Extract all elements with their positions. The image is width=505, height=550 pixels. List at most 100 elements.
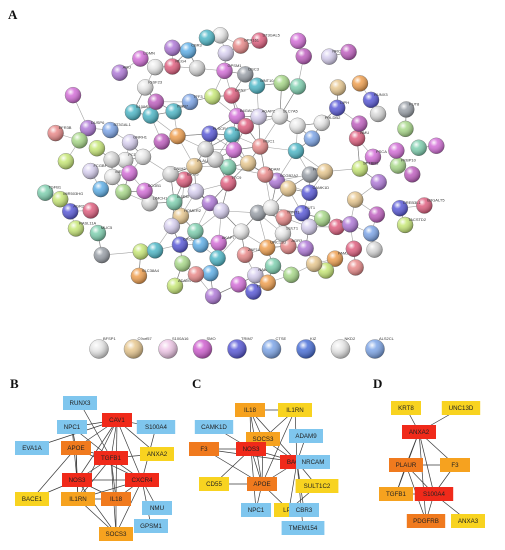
gene-node-box (441, 401, 481, 415)
gene-node: TGFB1 (94, 451, 128, 465)
protein-label: LGMN (143, 51, 155, 56)
gene-node-label: RUNX3 (70, 400, 92, 407)
protein-node (57, 153, 75, 170)
gene-node-box (289, 429, 323, 443)
protein-label: FCGBP (93, 163, 107, 168)
protein-node: NMU (348, 130, 369, 147)
protein-label: MIR503HG (63, 191, 83, 196)
gene-node-label: PDGFRB (413, 518, 439, 525)
gene-node-box (61, 492, 95, 506)
gene-node-box (15, 492, 49, 506)
protein-node (153, 133, 170, 150)
protein-node (289, 32, 307, 50)
protein-node (217, 44, 235, 62)
protein-node: SCGB1 (136, 182, 162, 200)
protein-label: GPR161 (244, 38, 260, 43)
protein-node (340, 43, 357, 61)
gene-node-label: ANXA2 (147, 451, 168, 458)
gene-node-box (389, 458, 423, 472)
gene-node-label: UNC13D (449, 405, 474, 412)
protein-label: GKN2 (235, 88, 247, 93)
protein-label: AGR2 (73, 203, 85, 208)
protein-node: MUC1 (251, 138, 275, 155)
protein-label: FKBP10 (401, 158, 417, 163)
gene-node-box (199, 477, 229, 491)
gene-node: APOE (247, 477, 277, 491)
protein-label: DUSP6 (91, 120, 105, 125)
protein-node: SPTBN3 (351, 160, 379, 177)
protein-label: ST3GAL5 (262, 33, 280, 38)
gene-node: SULT1C2 (295, 479, 339, 493)
protein-node: GKN2 (223, 87, 247, 104)
gene-node-box (134, 519, 168, 533)
gene-node-label: IL1RN (286, 407, 304, 414)
protein-node: B3GALT5 (416, 197, 445, 214)
isolated-protein-node: NKD2 (330, 336, 356, 359)
protein-node: TFF3 (181, 93, 203, 111)
protein-node (289, 78, 307, 95)
protein-node (279, 180, 297, 197)
protein-label: PSCA (376, 149, 387, 154)
protein-node (202, 264, 219, 282)
interaction-edge (79, 402, 112, 459)
gene-node: IL18 (235, 403, 265, 417)
gene-node: IL18 (101, 492, 131, 506)
protein-node: PSCA (364, 148, 387, 166)
protein-node: DUSP6 (79, 119, 105, 137)
gene-node: ANXA3 (451, 514, 485, 528)
protein-label: FUT1 (305, 205, 316, 210)
gene-node-box (379, 487, 413, 501)
protein-label: ADAM (268, 167, 280, 172)
protein-node (388, 142, 405, 159)
gene-node-box (125, 473, 159, 487)
protein-node (249, 204, 267, 222)
protein-node (207, 151, 224, 168)
protein-label: DSC3 (248, 66, 259, 71)
protein-node (264, 257, 282, 275)
protein-node: SLC7A5 (271, 108, 298, 125)
protein-node: LGMN (132, 50, 155, 67)
protein-label: PHLDB2 (325, 115, 341, 120)
protein-node (115, 183, 132, 201)
gene-node-label: BACE1 (22, 496, 43, 503)
gene-node-label: APOE (253, 481, 270, 488)
protein-node (225, 141, 243, 159)
protein-node (329, 79, 347, 96)
protein-node (220, 158, 237, 176)
protein-node: CXCL17 (171, 236, 199, 253)
protein-node: CBR3 (179, 42, 203, 59)
gene-node-label: CAV1 (109, 417, 125, 424)
isolated-protein-node: CTSE (261, 336, 287, 359)
protein-node (283, 266, 300, 284)
protein-label: ALS2CL (379, 336, 395, 341)
protein-node (273, 74, 290, 92)
protein-label: ITGB7 (177, 103, 189, 108)
protein-node: MUC5 (89, 224, 113, 242)
protein-node (345, 240, 363, 257)
protein-label: HOMER2 (184, 208, 202, 213)
isolated-protein-node: S100A16 (158, 336, 189, 359)
gene-node-label: PLAUR (396, 462, 417, 469)
gene-node: NOS3 (236, 442, 266, 456)
protein-node (146, 242, 164, 259)
isolated-protein-node: KIZ (296, 336, 317, 359)
protein-node (82, 202, 99, 219)
protein-node (428, 137, 445, 154)
protein-label: CNIH2 (174, 166, 187, 171)
protein-node: IL1RN (166, 193, 189, 211)
gene-node: NRCAM (296, 455, 330, 469)
protein-label: ST3GAL1 (113, 122, 131, 127)
protein-label: B3GALT5 (427, 197, 445, 202)
protein-node (204, 287, 222, 305)
protein-label: LIPH (340, 100, 349, 105)
panel-label-a: A (8, 7, 18, 22)
gene-node-box (235, 403, 265, 417)
gene-node-box (63, 396, 97, 410)
protein-node (351, 75, 369, 92)
gene-node: IL1RN (278, 403, 312, 417)
gene-node-box (414, 487, 454, 501)
gene-node-label: F3 (200, 446, 208, 453)
protein-node: PCDH (117, 151, 140, 169)
